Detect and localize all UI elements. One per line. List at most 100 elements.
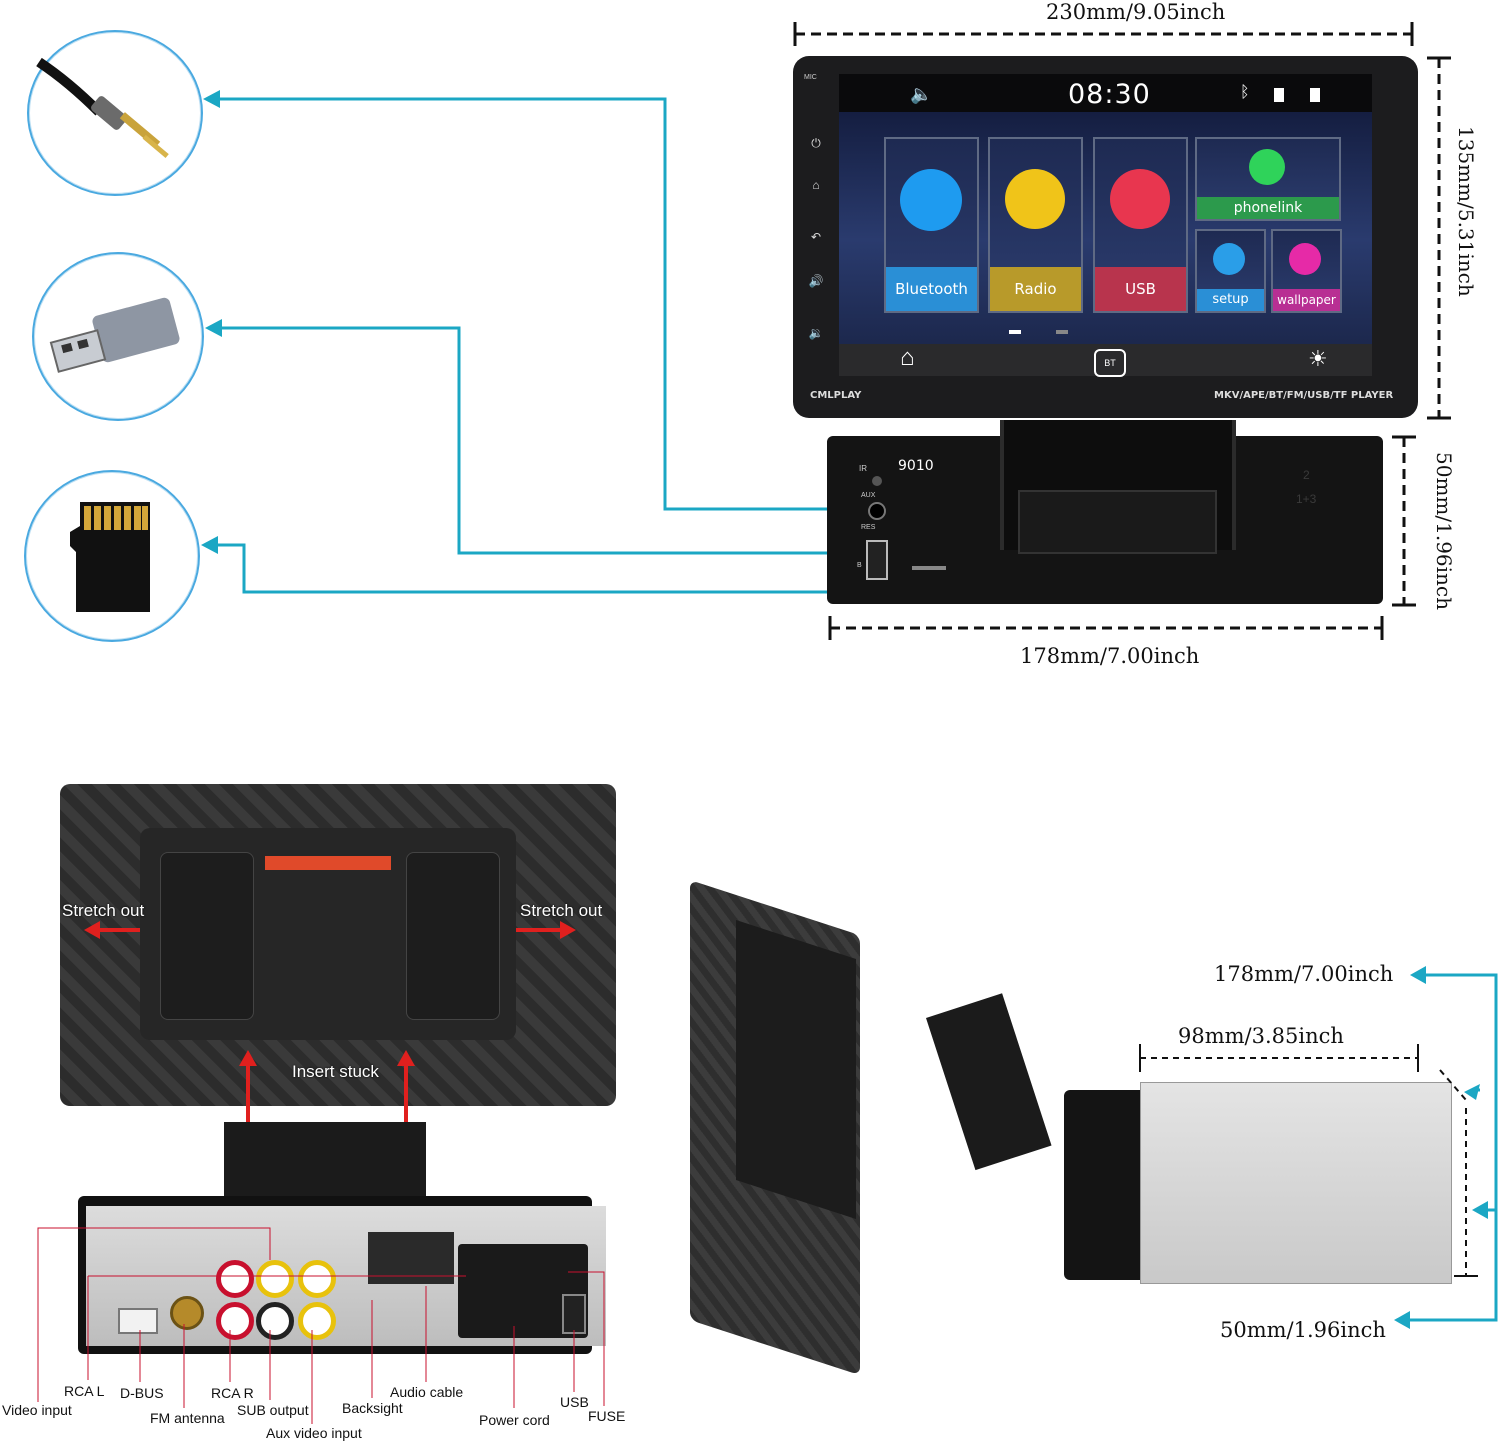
sub-port[interactable] (256, 1302, 294, 1340)
sd-card-icon (70, 502, 150, 612)
rca-r-port[interactable] (216, 1302, 254, 1340)
aux-video-input-label: Aux video input (266, 1425, 362, 1441)
phone-icon (900, 169, 962, 231)
stretch-right-label: Stretch out (520, 901, 603, 920)
mic-label: MIC (804, 74, 817, 81)
insert-label: Insert stuck (292, 1062, 379, 1081)
stretch-left-label: Stretch out (62, 901, 145, 920)
sd-status-icon (1274, 88, 1284, 102)
tilted-bracket (736, 920, 856, 1219)
d-bus-label: D-BUS (120, 1385, 164, 1401)
latch-bar (265, 856, 391, 870)
tile-setup-label: setup (1197, 289, 1264, 311)
aux-cable-circle (27, 30, 203, 196)
volume-down-button[interactable]: 🔉 (808, 326, 824, 340)
volume-up-button[interactable]: 🔊 (808, 274, 824, 288)
label-leaders (37, 1227, 605, 1424)
tile-wallpaper-label: wallpaper (1273, 289, 1340, 311)
screen-height-dimension: 135mm/5.31inch (1454, 126, 1478, 297)
side-height-dimension: 50mm/1.96inch (1220, 1318, 1386, 1342)
mount-bracket (1018, 490, 1217, 554)
page-indicator-active (1009, 330, 1021, 334)
rca-l-port[interactable] (216, 1260, 254, 1298)
aux-arrowhead-left (203, 90, 220, 108)
usb-connection-line (212, 326, 852, 555)
tile-usb-label: USB (1095, 267, 1186, 311)
clock: 08:30 (1068, 79, 1151, 110)
ir-label: IR (859, 464, 867, 473)
cam2-port[interactable] (298, 1302, 336, 1340)
power-cord-label: Power cord (479, 1412, 550, 1428)
brightness-icon[interactable]: ☀ (1308, 346, 1328, 371)
formats-label: MKV/APE/BT/FM/USB/TF PLAYER (1214, 390, 1394, 401)
usb-app-icon (1110, 169, 1170, 229)
usb-label: USB (560, 1394, 589, 1410)
d-bus-port[interactable] (118, 1308, 158, 1334)
home-icon[interactable]: ⌂ (900, 344, 915, 371)
audio-cable-label: Audio cable (390, 1384, 464, 1400)
av-port[interactable] (256, 1260, 294, 1298)
mount-block (224, 1122, 426, 1198)
tile-radio[interactable]: Radio (988, 137, 1083, 313)
side-arm (926, 993, 1052, 1171)
backsight-label: Backsight (342, 1400, 403, 1416)
model-label: 9010 (898, 458, 934, 474)
tile-bluetooth[interactable]: Bluetooth (884, 137, 979, 313)
side-chassis (1140, 1082, 1452, 1284)
home-button[interactable]: ⌂ (812, 178, 820, 192)
bt-icon[interactable]: BT (1094, 349, 1126, 377)
res-label: RES (861, 524, 876, 531)
aux-label: AUX (861, 492, 876, 499)
sd-slot[interactable] (912, 566, 946, 570)
phonelink-icon (1249, 149, 1285, 185)
rca-l-label: RCA L (64, 1383, 105, 1399)
tile-bluetooth-label: Bluetooth (886, 267, 977, 311)
bracket-left-plate (160, 852, 254, 1020)
face-height-dimension: 50mm/1.96inch (1432, 452, 1456, 611)
tile-usb[interactable]: USB (1093, 137, 1188, 313)
tile-radio-label: Radio (990, 267, 1081, 311)
fm-antenna-port[interactable] (170, 1296, 204, 1330)
face-width-dimension: 178mm/7.00inch (1020, 644, 1200, 668)
cam-port[interactable] (298, 1260, 336, 1298)
fuse-label: FUSE (588, 1408, 626, 1424)
tile-phonelink[interactable]: phonelink (1195, 137, 1341, 221)
bracket-right-plate (406, 852, 500, 1020)
page-indicator (1056, 330, 1068, 334)
tile-setup[interactable]: setup (1195, 229, 1266, 313)
usb-drive-icon (49, 297, 180, 373)
usb-arrowhead-left (205, 319, 222, 337)
side-total-depth-dimension: 178mm/7.00inch (1214, 962, 1394, 986)
power-button[interactable]: ⏻ (811, 136, 821, 150)
brand-label: CMLPLAY (810, 390, 862, 401)
side-dimension-arrows (1139, 966, 1498, 1329)
rca-r-label: RCA R (211, 1385, 254, 1401)
usb-status-icon (1310, 88, 1320, 102)
gear-icon (1213, 243, 1245, 275)
top-width-dimension: 230mm/9.05inch (1046, 0, 1226, 24)
aux-port[interactable] (868, 502, 886, 520)
usb-drive-circle (32, 252, 204, 421)
backsight-wire-block (368, 1232, 454, 1284)
aux-connection-line (210, 97, 858, 511)
tile-wallpaper[interactable]: wallpaper (1271, 229, 1342, 313)
radio-icon (1005, 169, 1065, 229)
usb-port-label: B (857, 562, 862, 569)
marking-mid: 1+3 (1296, 492, 1317, 506)
red-arrows (84, 921, 576, 1130)
wallpaper-icon (1289, 243, 1321, 275)
fm-antenna-label: FM antenna (150, 1410, 225, 1426)
ir-sensor (872, 476, 882, 486)
sd-arrowhead-left (201, 536, 218, 554)
side-body-depth-dimension: 98mm/3.85inch (1178, 1024, 1344, 1048)
back-button[interactable]: ↶ (810, 230, 822, 244)
usb-port[interactable] (866, 540, 888, 580)
bluetooth-status-icon: ᛒ (1240, 84, 1250, 101)
marking-top: 2 (1303, 468, 1310, 482)
aux-cable-icon (36, 57, 169, 158)
tile-phonelink-label: phonelink (1197, 197, 1339, 219)
sd-card-circle (24, 470, 200, 642)
sub-output-label: SUB output (237, 1402, 309, 1418)
speaker-icon[interactable]: 🔈 (910, 84, 933, 104)
video-input-label: Video input (2, 1402, 72, 1418)
